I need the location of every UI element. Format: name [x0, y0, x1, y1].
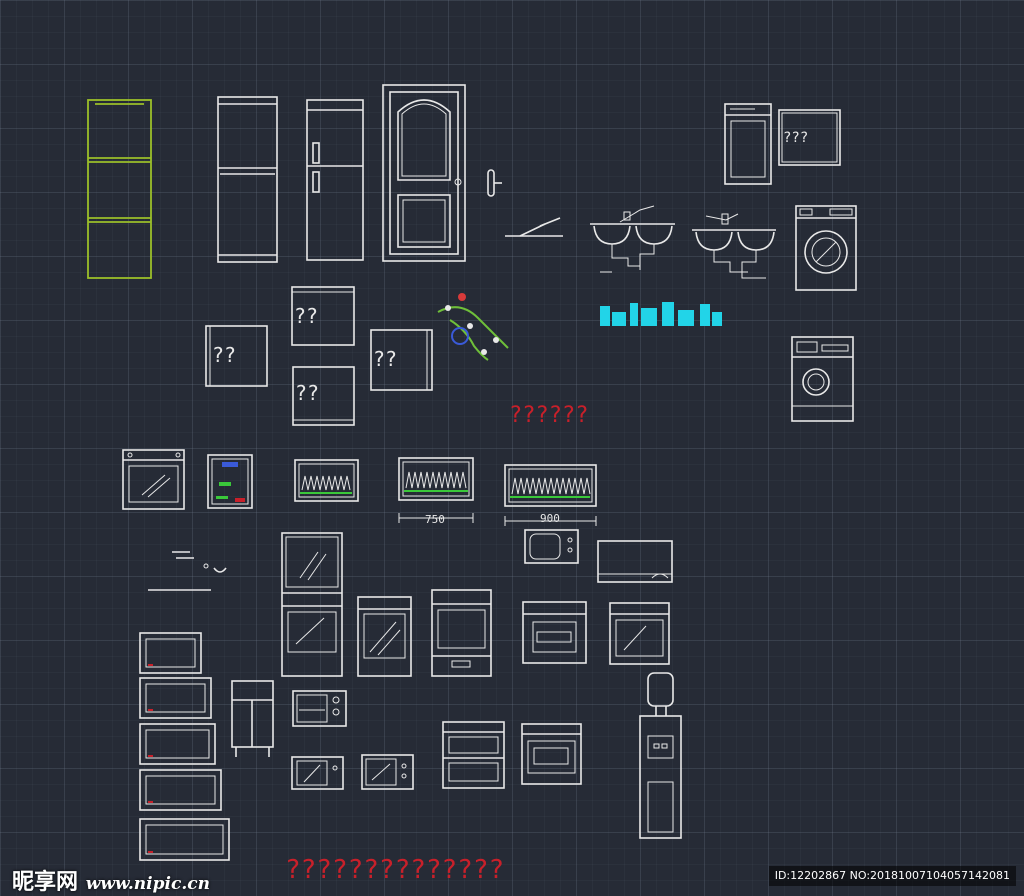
fridge-handles-block[interactable] — [306, 99, 364, 261]
wardrobe-block-c[interactable]: ?? — [370, 329, 433, 391]
double-sink-block-1[interactable] — [590, 205, 675, 273]
door-handle-block[interactable] — [487, 169, 502, 197]
wardrobe-label-e: ??? — [783, 130, 808, 146]
stove-block-1[interactable] — [357, 596, 412, 677]
cyan-symbols-block[interactable] — [600, 302, 722, 326]
microwave-block-1[interactable] — [524, 529, 579, 564]
wardrobe-label-a: ?? — [212, 343, 236, 367]
control-panel-block[interactable] — [207, 454, 253, 509]
watermark-url: www.nipic.cn — [85, 874, 210, 894]
red-annotation-mid: ?????? — [509, 403, 588, 428]
plant-block[interactable] — [437, 293, 509, 361]
wardrobe-block-a[interactable]: ?? — [205, 325, 268, 387]
washing-machine-block-1[interactable] — [795, 205, 857, 291]
tall-oven-block[interactable] — [281, 532, 343, 677]
builtin-oven-block-2[interactable] — [521, 723, 582, 785]
stove-block-4[interactable] — [609, 602, 670, 665]
stove-block-3[interactable] — [522, 601, 587, 664]
builtin-oven-block[interactable] — [122, 449, 185, 510]
watermark-id: ID:12202867 NO:20181007104057142081 — [768, 866, 1016, 886]
cooktop-block-1[interactable] — [294, 459, 359, 502]
green-fridge-block[interactable] — [87, 99, 152, 279]
faucet-block[interactable] — [505, 217, 563, 237]
stove-block-2[interactable] — [431, 589, 492, 677]
wardrobe-label-d: ?? — [295, 381, 319, 405]
dimension-900: 900 — [540, 512, 560, 525]
wardrobe-block-e[interactable]: ??? — [778, 109, 841, 166]
washing-machine-block-2[interactable] — [791, 336, 854, 422]
dishwasher-block[interactable] — [724, 103, 772, 185]
wardrobe-block-d[interactable]: ?? — [292, 366, 355, 426]
red-annotation-bottom: ?????????????? — [285, 855, 504, 885]
door-block[interactable] — [382, 84, 466, 262]
fridge-two-door-block[interactable] — [217, 96, 278, 263]
cooktop-block-3[interactable]: 900 — [504, 464, 597, 526]
cooktop-block-2[interactable]: 750 — [398, 457, 474, 526]
dimension-750: 750 — [425, 513, 445, 526]
small-symbols-block[interactable] — [148, 551, 227, 591]
water-dispenser-block[interactable] — [639, 672, 682, 839]
double-sink-block-2[interactable] — [692, 213, 776, 279]
cabinet-stack-block[interactable] — [139, 632, 230, 861]
wardrobe-block-b[interactable]: ?? — [291, 286, 355, 346]
mini-fridge-block[interactable] — [231, 680, 274, 757]
toaster-oven-block[interactable] — [292, 690, 347, 727]
watermark-brand: 昵享网 www.nipic.cn — [12, 864, 210, 896]
watermark-brand-text: 昵享网 — [12, 870, 79, 895]
microwave-block-2[interactable] — [291, 756, 344, 790]
wardrobe-label-b: ?? — [294, 304, 318, 328]
air-conditioner-block[interactable] — [597, 540, 673, 583]
microwave-block-3[interactable] — [361, 754, 414, 790]
double-oven-block[interactable] — [442, 721, 505, 789]
wardrobe-label-c: ?? — [373, 347, 397, 371]
